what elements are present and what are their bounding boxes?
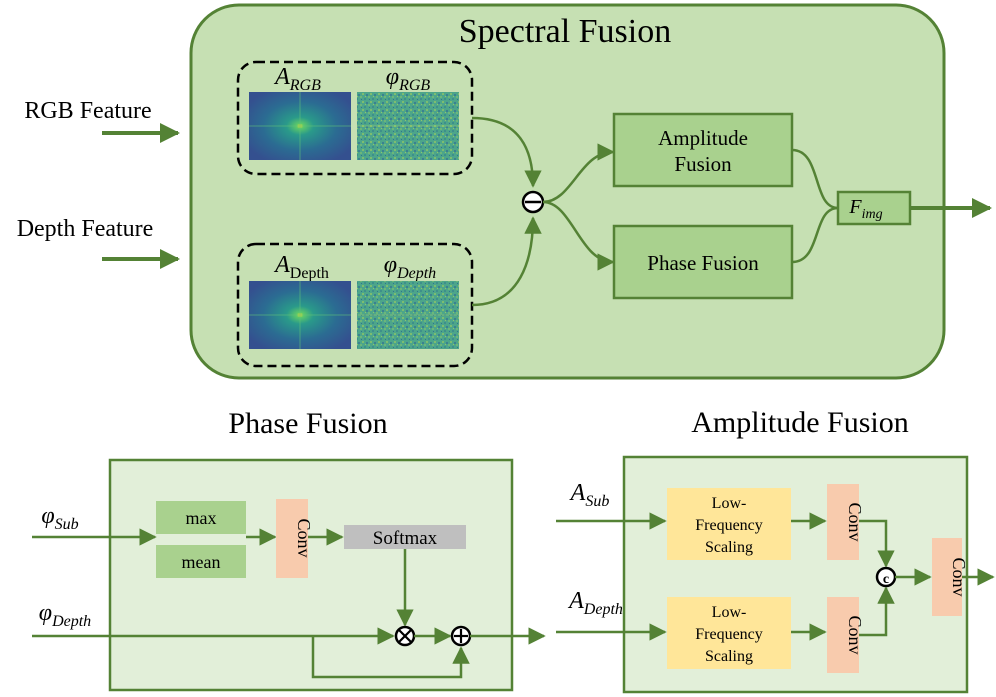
max-label: max <box>186 508 217 528</box>
phase-conv-block <box>276 499 308 578</box>
low-frequency-scaling-block-top <box>667 488 791 560</box>
rgb-to-subtract-connector <box>471 116 542 188</box>
amp-input-depth-label: ADepth <box>567 588 623 618</box>
rgb-amplitude-label: ARGB <box>273 64 321 94</box>
amplitude-to-output-connector <box>791 148 839 210</box>
amplitude-fusion-block <box>612 112 794 188</box>
depth-phase-label: φDepth <box>384 252 436 282</box>
subtract-to-phase-connector <box>542 200 615 271</box>
mean-label: mean <box>182 552 221 572</box>
phase-input-sub-label: φSub <box>41 503 78 533</box>
amp-conv-block-top <box>827 484 859 560</box>
amplitude-fusion-title: Amplitude Fusion <box>691 406 909 439</box>
softmax-label: Softmax <box>373 528 438 549</box>
rgb-phase-label: φRGB <box>386 64 431 94</box>
phase-fusion-title: Phase Fusion <box>228 407 387 440</box>
subtract-to-amplitude-connector <box>542 143 615 204</box>
max-block <box>156 501 246 534</box>
amp-conv-label-bottom: Conv <box>845 615 865 654</box>
mean-block <box>156 545 246 578</box>
phase-input-depth-label: φDepth <box>39 600 91 630</box>
fimg-output-block <box>836 190 912 226</box>
softmax-block <box>344 525 466 549</box>
amp-final-conv-label: Conv <box>949 557 969 596</box>
concat-operator-symbol: c <box>883 572 889 587</box>
spectral-fusion-title: Spectral Fusion <box>459 13 671 50</box>
amp-conv-block-bottom <box>827 597 859 673</box>
phase-conv-label: Conv <box>294 518 314 557</box>
multiply-operator-x2 <box>398 629 412 643</box>
rgb-spectrum-group <box>236 60 474 176</box>
amp-input-sub-label: ASub <box>569 480 610 510</box>
conv-top-to-concat-connector <box>859 519 895 568</box>
conv-bottom-to-concat-connector <box>859 586 895 637</box>
amp-conv-label-top: Conv <box>845 502 865 541</box>
phase-fusion-block-label: Phase Fusion <box>647 251 759 275</box>
depth-to-subtract-connector <box>471 216 542 307</box>
rgb-feature-label: RGB Feature <box>24 98 151 124</box>
depth-amplitude-label: ADepth <box>273 252 329 282</box>
fimg-output-label: Fimg <box>848 196 882 222</box>
depth-feature-label: Depth Feature <box>17 216 154 242</box>
residual-skip-connector <box>311 636 470 679</box>
low-frequency-scaling-block-bottom <box>667 597 791 669</box>
phase-to-output-connector <box>791 206 839 264</box>
amp-final-conv-block <box>932 538 962 616</box>
